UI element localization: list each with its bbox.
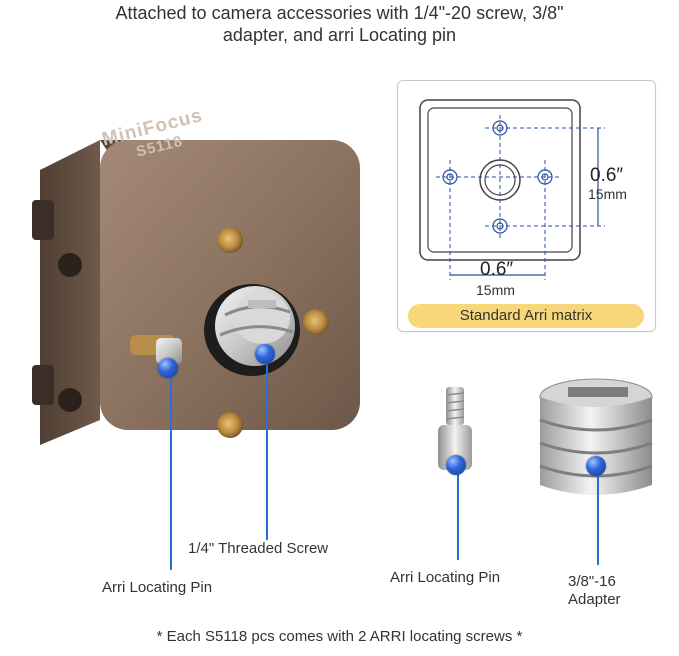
headline-line-1: Attached to camera accessories with 1/4"… (115, 3, 564, 23)
pointer-line-adapter (597, 470, 599, 565)
plate-face (100, 140, 360, 430)
marker-arri-pin (158, 358, 178, 378)
label-adapter: 3/8"-16 Adapter (568, 573, 621, 609)
marker-adapter (586, 456, 606, 476)
arri-matrix-card (397, 80, 656, 332)
marker-threaded-screw (255, 344, 275, 364)
horizontal-dimension: 0.6″ (480, 259, 514, 280)
label-threaded-screw: 1/4" Threaded Screw (188, 540, 329, 557)
tapped-hole-top (217, 227, 243, 253)
label-arri-pin-right: Arri Locating Pin (390, 569, 501, 586)
horizontal-dimension-metric: 15mm (476, 282, 515, 298)
headline: Attached to camera accessories with 1/4"… (0, 2, 679, 46)
footnote: * Each S5118 pcs comes with 2 ARRI locat… (156, 628, 523, 645)
arri-matrix-diagram (419, 99, 605, 280)
mounting-plate-illustration (32, 140, 360, 445)
arri-matrix-caption: Standard Arri matrix (408, 304, 644, 328)
headline-line-2: adapter, and arri Locating pin (222, 25, 457, 45)
label-adapter-line-2: Adapter (568, 591, 621, 608)
pointer-line-arri-pin (170, 372, 172, 570)
marker-arri-screw (446, 455, 466, 475)
tapped-hole-bottom (217, 412, 243, 438)
arri-pin (156, 338, 182, 364)
three-eighths-adapter (539, 378, 653, 495)
pointer-line-threaded-screw (266, 360, 268, 540)
vertical-dimension: 0.6″ (590, 165, 624, 186)
tapped-hole-right (303, 309, 329, 335)
vertical-dimension-metric: 15mm (588, 186, 627, 202)
pointer-line-arri-screw (457, 470, 459, 560)
label-arri-pin-left: Arri Locating Pin (102, 579, 213, 596)
label-adapter-line-1: 3/8"-16 (568, 573, 616, 590)
